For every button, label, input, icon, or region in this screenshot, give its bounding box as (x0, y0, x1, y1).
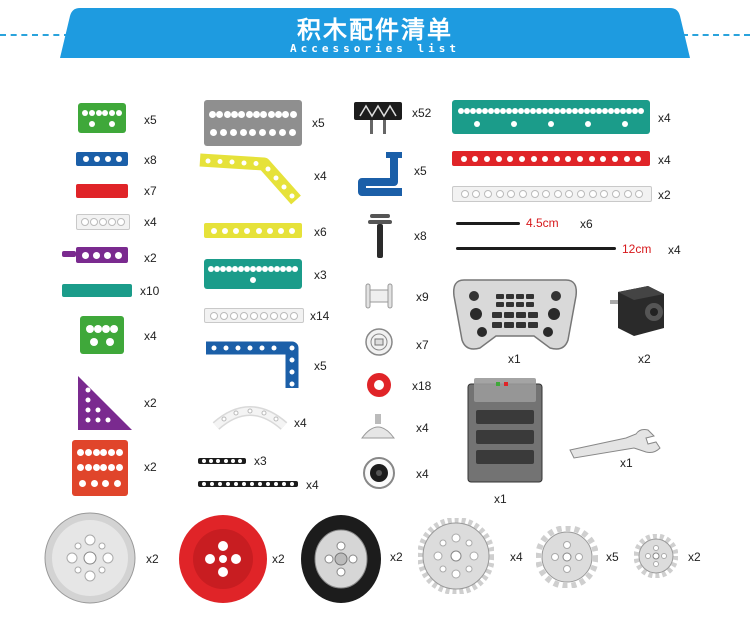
purple-connector-beam (62, 251, 76, 257)
qty-teal-long-plate: x4 (658, 111, 671, 125)
white-beam-short (76, 214, 130, 230)
qty-gamepad-controller: x1 (508, 352, 521, 366)
red-wheel (179, 515, 267, 603)
purple-connector-beam-body (76, 247, 128, 263)
qty-red-long-beam: x4 (658, 153, 671, 167)
qty-spool: x9 (416, 290, 429, 304)
white-long-beam-right (452, 186, 652, 202)
qty-tire-wheel: x2 (390, 550, 403, 564)
qty-black-strip-short: x3 (254, 454, 267, 468)
blue-beam-short (76, 152, 128, 166)
qty-purple-connector-beam: x2 (144, 251, 157, 265)
qty-red-wheel: x2 (272, 552, 285, 566)
qty-sensor-block: x52 (412, 106, 432, 120)
large-gray-gear-wheel (44, 512, 136, 604)
green-small-plate (78, 103, 126, 133)
page-title: 积木配件清单 (297, 16, 453, 44)
red-square-plate (72, 440, 128, 496)
qty-teal-flat-beam: x10 (140, 284, 160, 298)
qty-blue-bracket: x5 (414, 164, 427, 178)
qty-gear-small: x2 (688, 550, 701, 564)
qty-gray-grid-plate: x5 (312, 116, 325, 130)
qty-motor: x2 (638, 352, 651, 366)
banner-line-left (0, 34, 70, 36)
qty-yellow-bent-beam: x4 (314, 169, 327, 183)
blue-bracket (358, 152, 402, 196)
banner-line-right (682, 34, 750, 36)
banner-background (60, 8, 690, 58)
gear-small (634, 534, 678, 578)
qty-axle-pin: x8 (414, 229, 427, 243)
wrench (569, 429, 661, 459)
qty-green-large-plate: x4 (144, 329, 157, 343)
black-strip-short (198, 458, 246, 464)
red-beam (76, 184, 128, 198)
qty-black-strip-long: x4 (306, 478, 319, 492)
teal-flat-beam (62, 284, 132, 297)
gear-large (418, 518, 494, 594)
qty-round-bushing: x7 (416, 338, 429, 352)
page-subtitle: Accessories list (290, 42, 460, 55)
wire-long (456, 247, 616, 250)
qty-gear-large: x4 (510, 550, 523, 564)
gray-grid-plate (204, 100, 302, 146)
battery-box (467, 378, 543, 483)
qty-teal-double-beam: x3 (314, 268, 327, 282)
purple-triangle-plate (78, 376, 132, 430)
qty-wrench: x1 (620, 456, 633, 470)
qty-blue-beam-short: x8 (144, 153, 157, 167)
teal-long-plate (452, 100, 650, 134)
spool (365, 283, 393, 309)
qty-wire-short: x6 (580, 217, 593, 231)
qty-suction-cup: x4 (416, 421, 429, 435)
yellow-beam (204, 223, 302, 238)
gamepad-controller (452, 279, 578, 350)
black-wheel-hub (363, 457, 395, 489)
qty-white-beam-short: x4 (144, 215, 157, 229)
teal-double-beam (204, 259, 302, 289)
tire-wheel (301, 515, 381, 603)
wire-short (456, 222, 520, 225)
wire-long-length: 12cm (622, 242, 652, 256)
qty-black-wheel-hub: x4 (416, 467, 429, 481)
qty-battery-box: x1 (494, 492, 507, 506)
black-strip-long (198, 481, 298, 487)
wire-short-length: 4.5cm (526, 216, 559, 230)
green-large-plate (80, 316, 124, 354)
qty-wire-long: x4 (668, 243, 681, 257)
motor (610, 286, 664, 336)
qty-purple-triangle-plate: x2 (144, 396, 157, 410)
round-bushing (365, 328, 393, 356)
suction-cup (361, 414, 395, 439)
qty-gear-medium: x5 (606, 550, 619, 564)
qty-yellow-beam: x6 (314, 225, 327, 239)
sensor-block (354, 102, 402, 134)
qty-red-square-plate: x2 (144, 460, 157, 474)
qty-white-arc-beam: x4 (294, 416, 307, 430)
qty-red-ring: x18 (412, 379, 432, 393)
qty-white-long-beam-right: x2 (658, 188, 671, 202)
red-long-beam (452, 151, 650, 166)
qty-red-beam: x7 (144, 184, 157, 198)
qty-green-small-plate: x5 (144, 113, 157, 127)
qty-white-long-beam: x14 (310, 309, 330, 323)
blue-l-beam (206, 341, 299, 388)
yellow-bent-beam (199, 153, 301, 205)
qty-large-gray-gear-wheel: x2 (146, 552, 159, 566)
qty-blue-l-beam: x5 (314, 359, 327, 373)
red-ring (367, 373, 391, 397)
axle-pin (368, 214, 392, 258)
white-long-beam (204, 308, 304, 323)
white-arc-beam (212, 406, 288, 430)
gear-medium (536, 526, 598, 588)
